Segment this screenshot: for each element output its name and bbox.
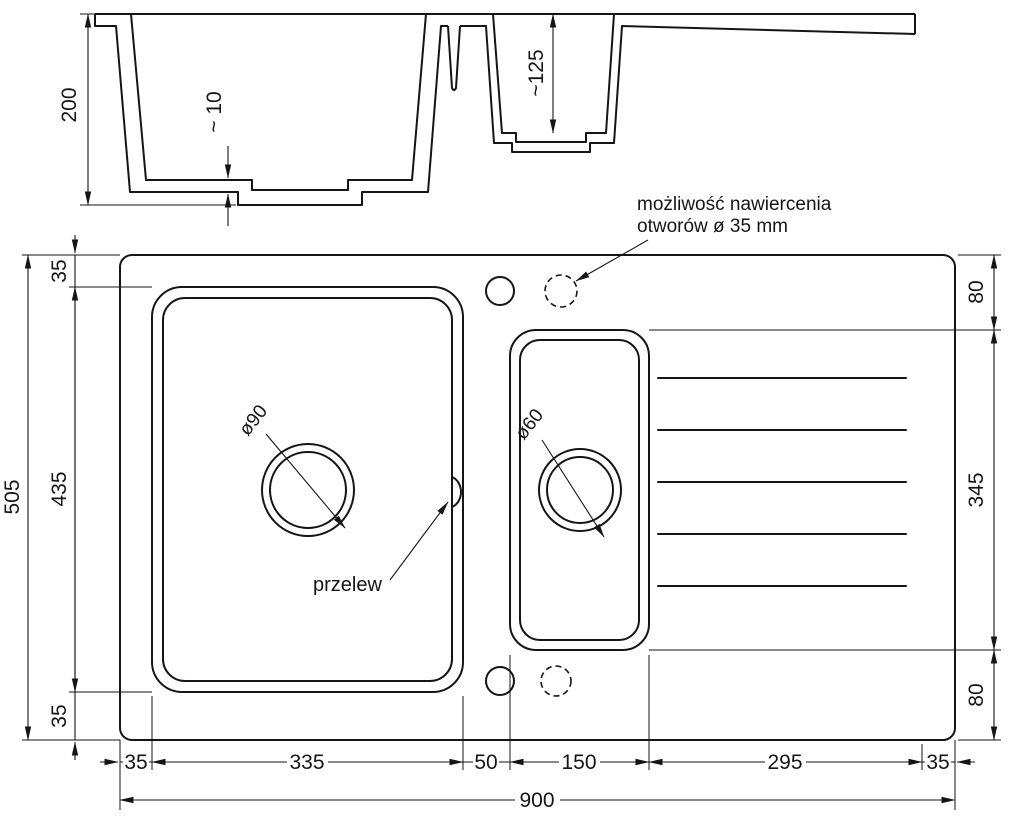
plan-dimensions: 35 435 35 505 80 345 80 35 335 50 150 29… bbox=[1, 235, 1001, 812]
overflow-notch bbox=[451, 476, 462, 508]
section-main-bowl-inner bbox=[130, 13, 427, 191]
tap-hole-top bbox=[485, 276, 515, 306]
dim-label-bottom-s6: 35 bbox=[926, 751, 949, 774]
label-bg bbox=[925, 752, 951, 772]
label-bg bbox=[473, 752, 499, 772]
section-small-bowl-inner bbox=[492, 13, 615, 143]
dim-label-bottom-s2: 335 bbox=[289, 751, 324, 774]
dim-label-bottom-s3: 50 bbox=[474, 751, 497, 774]
overflow-label: przelew bbox=[313, 574, 382, 596]
dim-label-right-mid: 345 bbox=[965, 472, 988, 507]
label-bg bbox=[559, 752, 600, 772]
main-drain-inner bbox=[269, 451, 347, 529]
main-bowl-outer bbox=[151, 286, 464, 693]
main-drain-outer bbox=[261, 443, 355, 537]
dim-label-left-mid: 435 bbox=[48, 471, 71, 506]
drill-note-line1: możliwość nawiercenia bbox=[637, 194, 832, 215]
dim-label-right-bottom: 80 bbox=[965, 683, 988, 706]
label-bg bbox=[123, 752, 149, 772]
dim-label-bottom-s4: 150 bbox=[561, 751, 596, 774]
drainboard-grooves bbox=[657, 377, 907, 587]
main-bowl-inner bbox=[162, 297, 453, 682]
tap-hole-bottom bbox=[485, 666, 515, 696]
section-outer-profile bbox=[94, 14, 916, 206]
label-bg bbox=[765, 752, 806, 772]
dim-label-left-top: 35 bbox=[48, 259, 71, 282]
dim-label-bottom-thickness: ~ 10 bbox=[203, 91, 226, 132]
section-overflow-slot bbox=[447, 25, 461, 91]
dim-label-right-top: 80 bbox=[965, 280, 988, 303]
small-drain-inner bbox=[546, 456, 614, 524]
dim-label-overall-height: 505 bbox=[1, 479, 24, 514]
cross-section-view: 200 ~ 10 ~125 bbox=[58, 13, 916, 226]
label-small-drain: ø60 bbox=[511, 405, 548, 444]
small-bowl-outer bbox=[509, 329, 650, 651]
dim-label-bowl2-depth: ~125 bbox=[525, 49, 548, 96]
small-drain-outer bbox=[538, 448, 622, 532]
dim-label-bottom-s5: 295 bbox=[767, 751, 802, 774]
small-bowl-inner bbox=[519, 339, 640, 641]
dim-label-overall-width: 900 bbox=[519, 789, 554, 812]
leader-drill-note bbox=[575, 239, 649, 282]
label-bg bbox=[287, 752, 328, 772]
leader-overflow bbox=[389, 501, 449, 581]
dim-label-bottom-s1: 35 bbox=[124, 751, 147, 774]
dim-label-left-bottom: 35 bbox=[48, 704, 71, 727]
leader-main-drain bbox=[265, 433, 346, 529]
leader-small-drain bbox=[541, 439, 605, 538]
optional-hole-top bbox=[544, 274, 578, 308]
sink-outline bbox=[119, 254, 956, 741]
drill-note-line2: otworów ø 35 mm bbox=[637, 216, 788, 237]
label-bg bbox=[515, 790, 560, 810]
dim-label-depth-total: 200 bbox=[58, 87, 81, 122]
optional-hole-bottom bbox=[540, 665, 572, 697]
plan-view: ø90 ø60 przelew możliwość nawiercenia ot… bbox=[119, 194, 956, 741]
